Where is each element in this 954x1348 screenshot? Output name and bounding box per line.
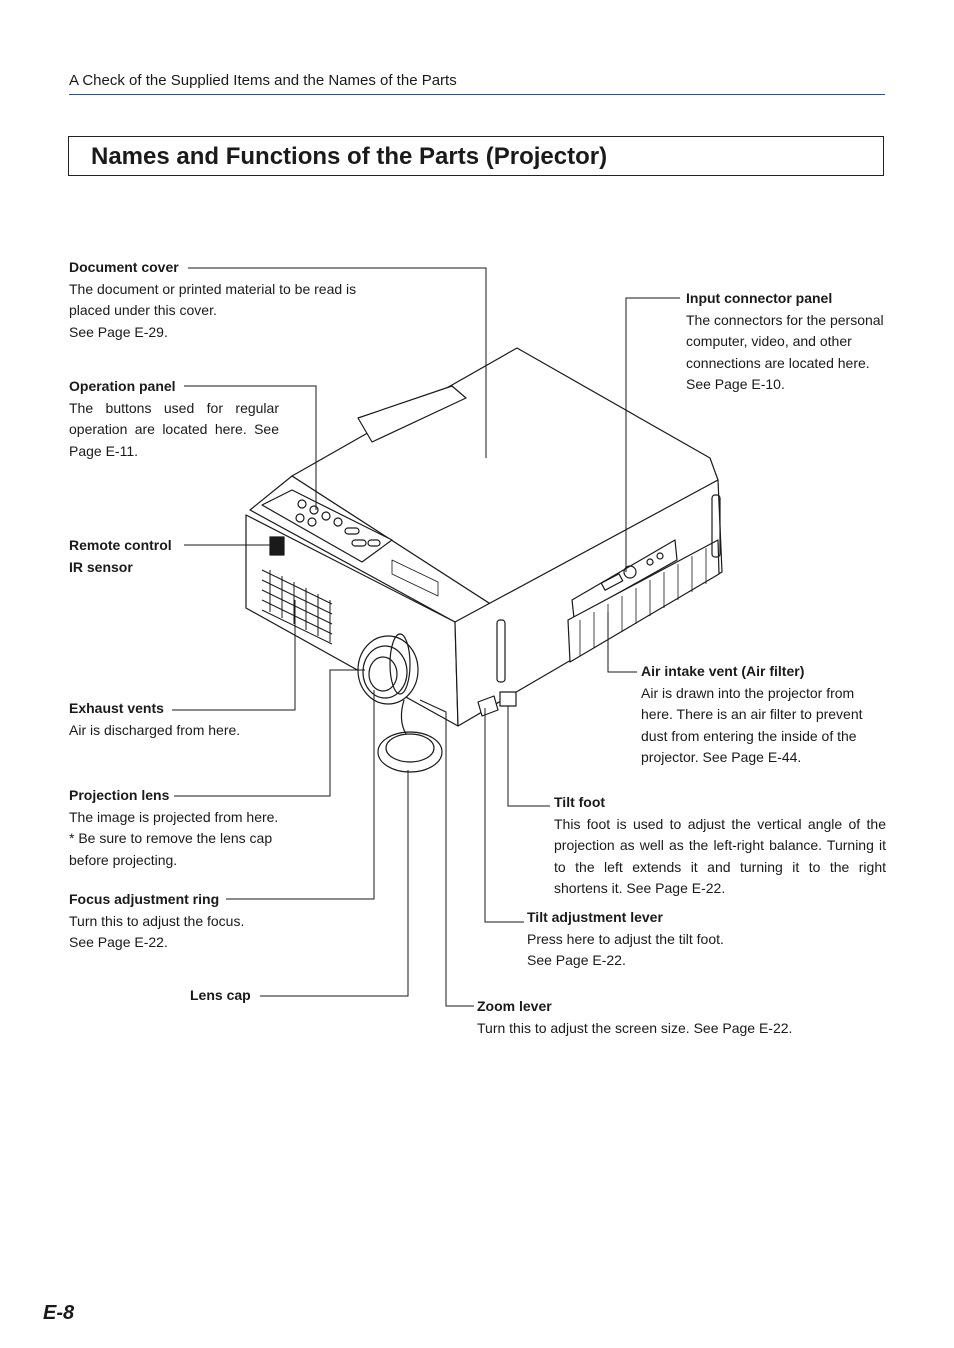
input-panel-ref: See Page E-10. — [686, 376, 785, 393]
callout-input-panel: Input connector panel The connectors for… — [686, 288, 886, 396]
focus-ring-desc: Turn this to adjust the focus. — [69, 912, 245, 929]
callout-air-intake: Air intake vent (Air filter) Air is draw… — [641, 661, 886, 769]
leader-air-intake — [607, 612, 637, 673]
leader-zoom-lever — [419, 699, 474, 1007]
air-intake-desc: Air is drawn into the projector from her… — [641, 684, 863, 766]
remote-sensor-title-line2: IR sensor — [69, 558, 133, 575]
page-title-box: Names and Functions of the Parts (Projec… — [68, 136, 884, 176]
callout-focus-ring: Focus adjustment ring Turn this to adjus… — [69, 889, 289, 954]
remote-sensor-title-line1: Remote control — [69, 537, 172, 553]
tilt-foot-desc: This foot is used to adjust the vertical… — [554, 815, 886, 897]
section-header: A Check of the Supplied Items and the Na… — [69, 72, 457, 89]
page-number: E-8 — [43, 1302, 75, 1324]
lens-cap-shape — [377, 731, 443, 773]
input-panel-title: Input connector panel — [686, 290, 833, 306]
document-cover-ref: See Page E-29. — [69, 323, 168, 340]
tilt-lever-shape — [477, 695, 499, 717]
ir-sensor-shape — [269, 536, 285, 556]
leader-lens-cap — [260, 770, 409, 997]
projection-lens-title: Projection lens — [69, 787, 170, 803]
leader-exhaust-vents — [172, 600, 296, 711]
callout-remote-sensor: Remote control IR sensor — [69, 535, 189, 578]
operation-panel-shape — [261, 489, 393, 563]
tilt-lever-title: Tilt adjustment lever — [527, 909, 663, 925]
tilt-lever-desc: Press here to adjust the tilt foot. — [527, 930, 724, 947]
tilt-foot-shape — [499, 691, 517, 707]
document-cover-title: Document cover — [69, 259, 179, 275]
callout-exhaust-vents: Exhaust vents Air is discharged from her… — [69, 698, 269, 741]
input-panel-desc: The connectors for the personal computer… — [686, 311, 884, 371]
focus-ring-ref: See Page E-22. — [69, 934, 168, 951]
callout-zoom-lever: Zoom lever Turn this to adjust the scree… — [477, 996, 877, 1039]
callout-document-cover: Document cover The document or printed m… — [69, 257, 369, 343]
page-title: Names and Functions of the Parts (Projec… — [91, 143, 608, 170]
callout-tilt-foot: Tilt foot This foot is used to adjust th… — [554, 792, 886, 900]
callout-tilt-lever: Tilt adjustment lever Press here to adju… — [527, 907, 787, 972]
document-cover-desc: The document or printed material to be r… — [69, 280, 357, 319]
air-intake-shape — [567, 539, 720, 663]
leader-input-panel — [625, 297, 680, 572]
exhaust-vents-desc: Air is discharged from here. — [69, 721, 241, 738]
callout-operation-panel: Operation panel The buttons used for reg… — [69, 376, 279, 462]
leader-document-cover — [188, 267, 487, 458]
operation-panel-title: Operation panel — [69, 378, 176, 394]
projection-lens-note: * Be sure to remove the lens cap before … — [69, 830, 273, 868]
leader-focus-ring — [226, 690, 375, 900]
callout-projection-lens: Projection lens The image is projected f… — [69, 785, 291, 871]
callout-lens-cap: Lens cap — [190, 985, 260, 1007]
zoom-lever-desc: Turn this to adjust the screen size. See… — [477, 1019, 793, 1036]
projection-lens-desc: The image is projected from here. — [69, 808, 279, 825]
lens-cap-title: Lens cap — [190, 987, 251, 1003]
tilt-foot-title: Tilt foot — [554, 794, 606, 810]
leader-tilt-foot — [507, 706, 550, 807]
focus-ring-title: Focus adjustment ring — [69, 891, 220, 907]
zoom-lever-title: Zoom lever — [477, 998, 552, 1014]
operation-panel-desc: The buttons used for regular operation a… — [69, 399, 279, 459]
header-rule — [69, 94, 885, 95]
leader-projection-lens — [174, 669, 365, 797]
leader-tilt-lever — [484, 708, 524, 923]
air-intake-title: Air intake vent (Air filter) — [641, 663, 805, 679]
exhaust-vents-title: Exhaust vents — [69, 700, 164, 716]
tilt-lever-ref: See Page E-22. — [527, 952, 626, 969]
leader-operation-panel — [184, 385, 317, 510]
